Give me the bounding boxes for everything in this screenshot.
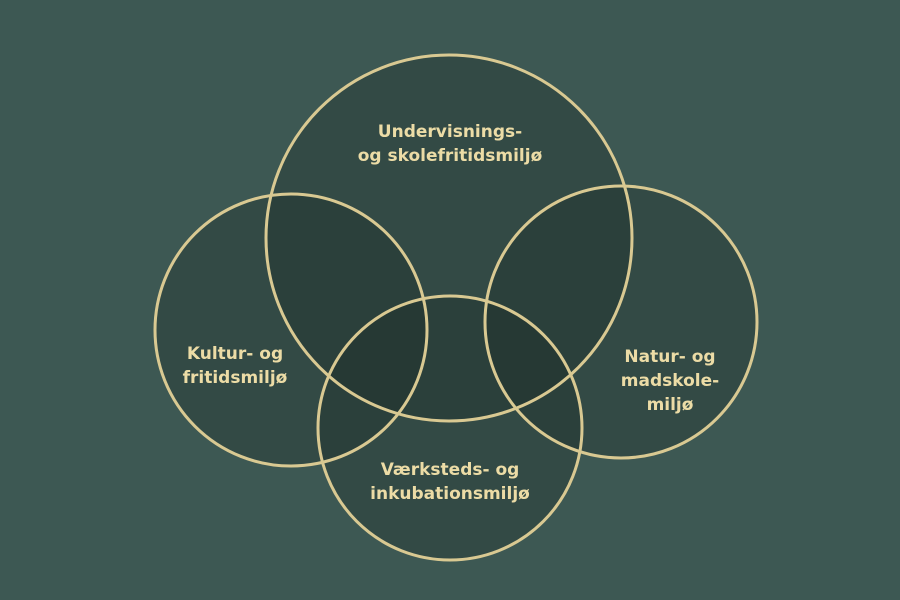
label-right-line-1: Natur- og xyxy=(624,347,716,367)
label-left-line-2: fritidsmiljø xyxy=(182,368,288,388)
label-left-line-1: Kultur- og xyxy=(186,344,284,364)
label-right-line-3: miljø xyxy=(646,395,694,415)
circle-right-outline xyxy=(483,184,759,460)
label-top-line-2: og skolefritidsmiljø xyxy=(357,146,543,166)
circle-top-outline xyxy=(264,53,634,423)
label-kultur-og-fritidsmiljo: Kultur- og fritidsmiljø xyxy=(150,342,320,390)
label-vaerksteds-og-inkubationsmiljo: Værksteds- og inkubationsmiljø xyxy=(300,458,600,506)
circle-top-fill xyxy=(266,55,632,421)
label-bottom-line-1: Værksteds- og xyxy=(380,460,520,480)
label-top-line-1: Undervisnings- xyxy=(377,122,523,142)
label-undervisnings-og-skolefritidsmiljo: Undervisnings- og skolefritidsmiljø xyxy=(300,120,600,168)
circle-left-outline xyxy=(153,192,429,468)
label-bottom-line-2: inkubationsmiljø xyxy=(370,484,530,504)
label-natur-og-madskolemiljo: Natur- og madskole- miljø xyxy=(585,345,755,417)
circle-bottom-fill xyxy=(318,296,582,560)
circle-bottom-outline xyxy=(316,294,584,562)
label-right-line-2: madskole- xyxy=(620,371,720,391)
